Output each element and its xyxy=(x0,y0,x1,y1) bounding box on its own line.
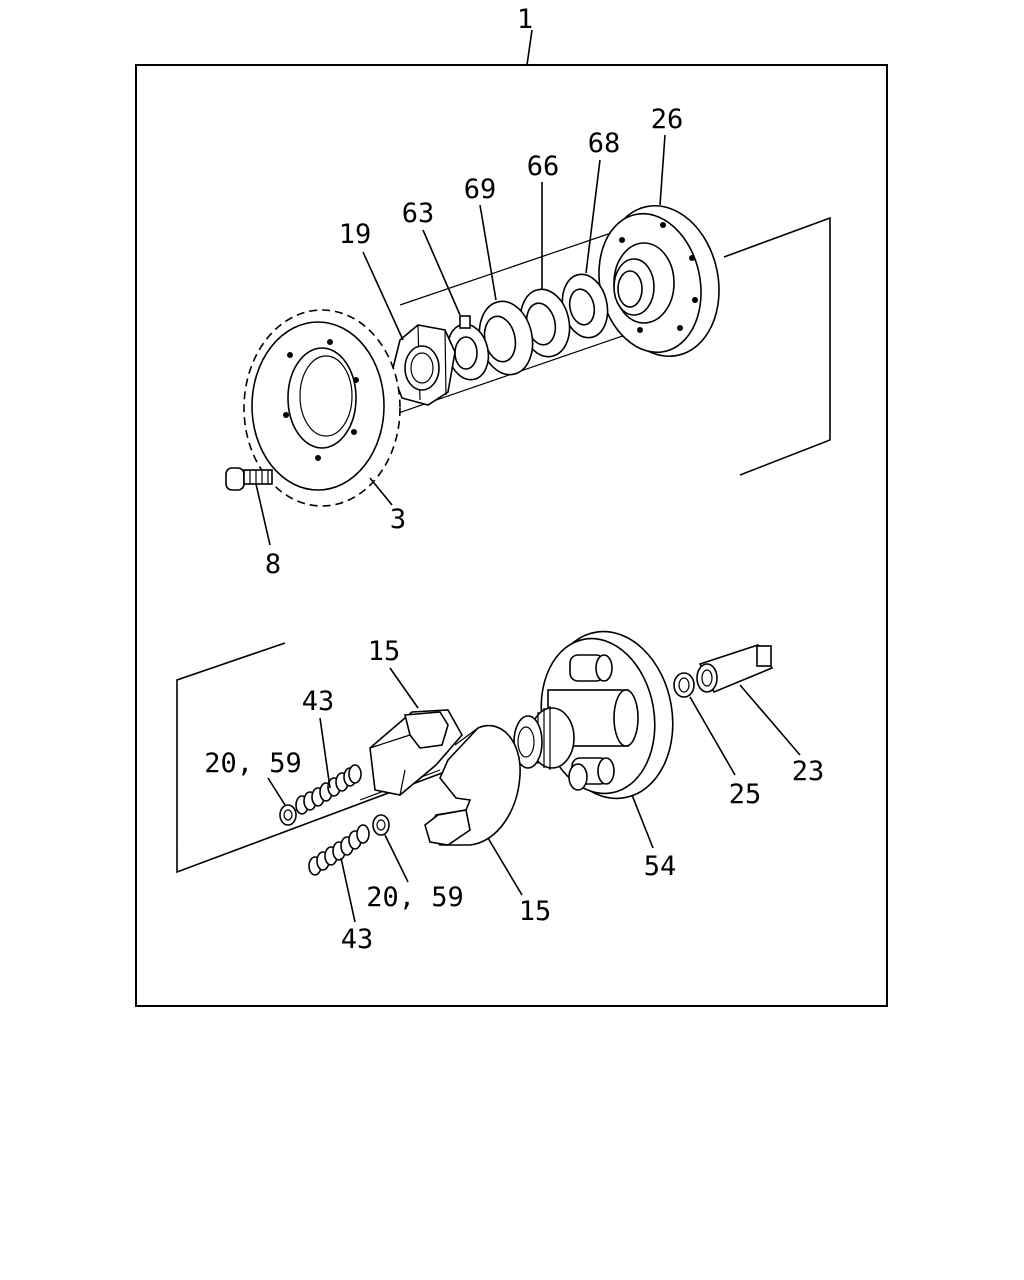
callout-spring-upper: 43 xyxy=(302,686,335,717)
washer-upper-part xyxy=(279,804,297,826)
coupling-half-upper-part xyxy=(369,709,463,796)
flange-part xyxy=(513,630,674,800)
callout-hub: 26 xyxy=(651,104,684,135)
spring-upper-part xyxy=(295,764,362,815)
callout-lock-washer: 63 xyxy=(402,198,435,229)
callout-washer-a: 66 xyxy=(527,151,560,182)
spring-lower-part xyxy=(308,824,370,876)
callout-bolt: 8 xyxy=(265,549,281,580)
callout-coupling-half-upper: 15 xyxy=(368,636,401,667)
callout-washer-upper: 20, 59 xyxy=(204,748,302,779)
diagram-frame xyxy=(135,64,888,1007)
hub-part xyxy=(598,204,720,358)
callout-sleeve: 23 xyxy=(792,756,825,787)
callout-washer-b: 68 xyxy=(588,128,621,159)
coupling-half-lower-part xyxy=(424,724,521,846)
sprocket-part xyxy=(243,309,401,507)
callout-flange: 54 xyxy=(644,851,677,882)
callout-ring: 25 xyxy=(729,779,762,810)
bolt-part xyxy=(225,467,273,491)
callout-washer-c: 69 xyxy=(464,174,497,205)
callout-spring-lower: 43 xyxy=(341,924,374,955)
lock-washer-part xyxy=(446,315,490,381)
sleeve-part xyxy=(696,644,774,694)
callout-coupling-half-lower: 15 xyxy=(519,896,552,927)
callout-washer-lower: 20, 59 xyxy=(366,882,464,913)
callout-sprocket: 3 xyxy=(390,504,406,535)
washer-lower-part xyxy=(372,814,390,836)
callout-assembly: 1 xyxy=(517,4,533,35)
ring-part xyxy=(673,672,695,698)
callout-nut: 19 xyxy=(339,219,372,250)
